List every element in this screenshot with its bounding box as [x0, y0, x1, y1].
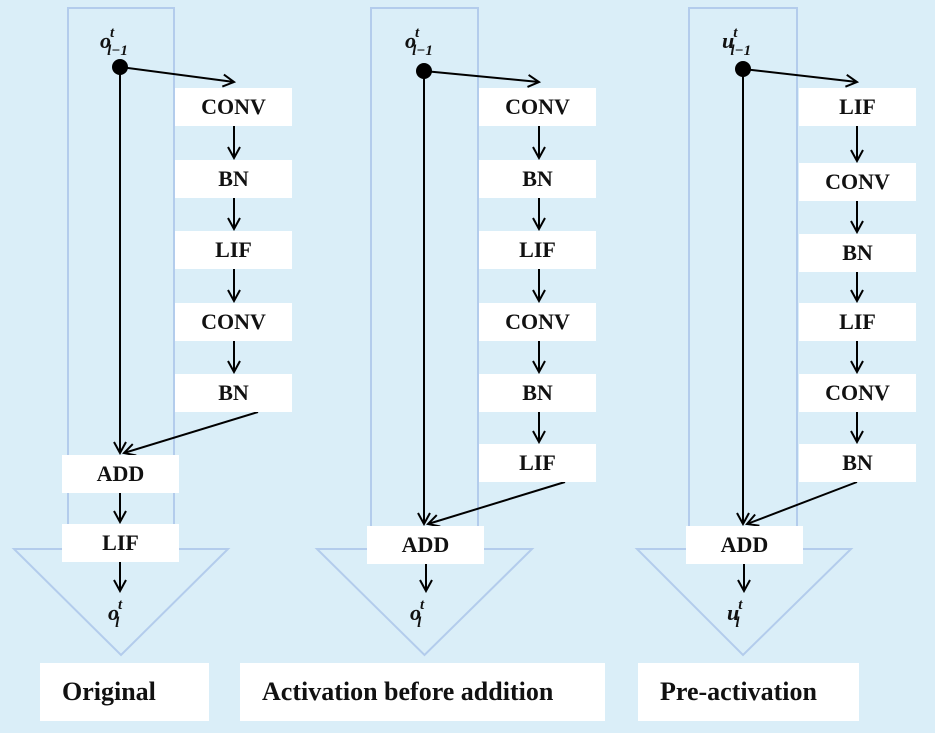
panel-caption: Original: [40, 663, 209, 721]
input-variable: otl−1: [405, 25, 433, 59]
block-lif: LIF: [175, 231, 292, 269]
branch-entry-arrow: [742, 68, 857, 82]
block-add: ADD: [367, 526, 484, 564]
block-conv: CONV: [175, 88, 292, 126]
block-lif: LIF: [62, 524, 179, 562]
block-outline-arrow: [634, 7, 854, 657]
output-variable: otl: [108, 597, 123, 631]
output-variable: otl: [410, 597, 425, 631]
block-outline-arrow: [314, 7, 535, 657]
block-bn: BN: [799, 234, 916, 272]
block-lif: LIF: [479, 444, 596, 482]
block-bn: BN: [479, 374, 596, 412]
block-conv: CONV: [799, 163, 916, 201]
input-variable: otl−1: [100, 25, 128, 59]
merge-arrow: [747, 481, 858, 524]
block-add: ADD: [62, 455, 179, 493]
branch-entry-arrow: [119, 66, 234, 82]
merge-arrow: [124, 411, 259, 453]
input-variable: utl−1: [722, 25, 752, 59]
output-variable: utl: [727, 597, 743, 631]
block-lif: LIF: [479, 231, 596, 269]
block-bn: BN: [799, 444, 916, 482]
block-conv: CONV: [479, 88, 596, 126]
block-bn: BN: [175, 374, 292, 412]
block-bn: BN: [175, 160, 292, 198]
panel-caption: Pre-activation: [638, 663, 859, 721]
branch-entry-arrow: [423, 70, 539, 82]
block-conv: CONV: [175, 303, 292, 341]
merge-arrow: [428, 481, 566, 524]
block-bn: BN: [479, 160, 596, 198]
block-conv: CONV: [799, 374, 916, 412]
block-conv: CONV: [479, 303, 596, 341]
block-lif: LIF: [799, 88, 916, 126]
block-lif: LIF: [799, 303, 916, 341]
block-add: ADD: [686, 526, 803, 564]
panel-caption: Activation before addition: [240, 663, 605, 721]
block-outline-arrow: [11, 7, 231, 657]
